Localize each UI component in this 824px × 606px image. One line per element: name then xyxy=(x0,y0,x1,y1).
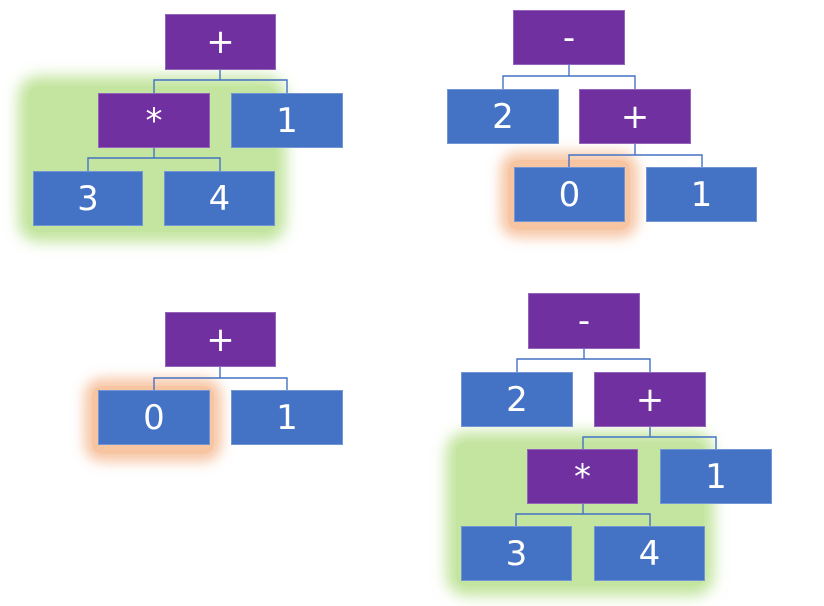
tree4-right-right-node: 1 xyxy=(660,449,772,504)
edge-t3-root-branch xyxy=(153,377,288,390)
tree4-left-node: 2 xyxy=(461,372,573,427)
tree2-right-left-node: 0 xyxy=(514,167,625,222)
tree1-left-right-node: 4 xyxy=(164,171,275,226)
edge-t2-plus-branch xyxy=(568,154,703,167)
tree4-root-node: - xyxy=(528,293,640,349)
tree3-right-node: 1 xyxy=(231,390,343,445)
tree2-root-node: - xyxy=(513,10,625,65)
tree1-root-node: + xyxy=(165,14,276,70)
edge-t1-root-branch xyxy=(153,79,288,93)
tree4-right-left-right-node: 4 xyxy=(594,526,705,581)
tree1-left-node: * xyxy=(98,93,210,148)
tree1-right-node: 1 xyxy=(231,93,343,148)
tree2-right-node: + xyxy=(579,89,691,144)
tree4-right-left-node: * xyxy=(527,449,638,504)
edge-t4-plus-branch xyxy=(582,436,717,449)
edge-t1-mul-branch xyxy=(87,157,221,171)
tree2-right-right-node: 1 xyxy=(646,167,757,222)
tree4-right-node: + xyxy=(594,372,706,427)
edge-t4-mul-branch xyxy=(515,513,651,526)
tree3-left-node: 0 xyxy=(98,390,210,445)
tree2-left-node: 2 xyxy=(447,89,559,144)
tree1-left-left-node: 3 xyxy=(33,171,143,226)
tree4-right-left-left-node: 3 xyxy=(461,526,572,581)
edge-t2-root-branch xyxy=(502,75,636,89)
edge-t4-root-branch xyxy=(516,358,651,372)
tree3-root-node: + xyxy=(165,312,276,367)
